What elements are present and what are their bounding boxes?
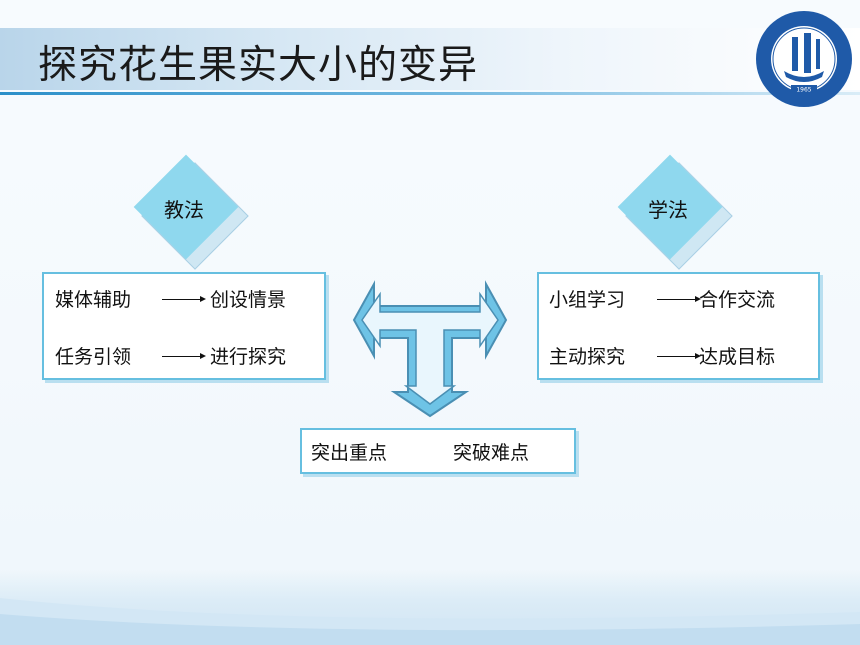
teaching-row-2-right: 进行探究	[210, 346, 287, 368]
bottom-swoosh	[0, 598, 860, 645]
learning-diamond: 学法	[613, 150, 733, 270]
title-bar	[0, 28, 860, 90]
goal-right: 突破难点	[453, 442, 530, 464]
teaching-diamond: 教法	[129, 150, 249, 270]
learning-row-1-left: 小组学习	[549, 289, 626, 311]
learning-heading: 学法	[648, 198, 688, 222]
learning-row-2-left: 主动探究	[549, 346, 626, 368]
merge-arrow-icon	[352, 280, 508, 418]
goal-left: 突出重点	[311, 442, 388, 464]
title-underline	[0, 92, 860, 95]
teaching-row-1-left: 媒体辅助	[55, 289, 132, 311]
teaching-row-2-left: 任务引领	[55, 346, 132, 368]
arrow-icon	[162, 296, 206, 302]
logo-year: 1965	[796, 87, 811, 94]
teaching-heading: 教法	[164, 198, 204, 222]
goal-box: 突出重点 突破难点	[300, 428, 576, 474]
learning-row-1-right: 合作交流	[699, 289, 776, 311]
learning-box: 小组学习 合作交流 主动探究 达成目标	[537, 272, 820, 380]
arrow-icon	[657, 353, 701, 359]
learning-row-2-right: 达成目标	[699, 346, 776, 368]
teaching-row-1-right: 创设情景	[210, 289, 287, 311]
teaching-box: 媒体辅助 创设情景 任务引领 进行探究	[42, 272, 326, 380]
arrow-icon	[657, 296, 701, 302]
school-logo-icon: 1965	[756, 11, 852, 107]
arrow-icon	[162, 353, 206, 359]
slide-title: 探究花生果实大小的变异	[38, 43, 479, 88]
